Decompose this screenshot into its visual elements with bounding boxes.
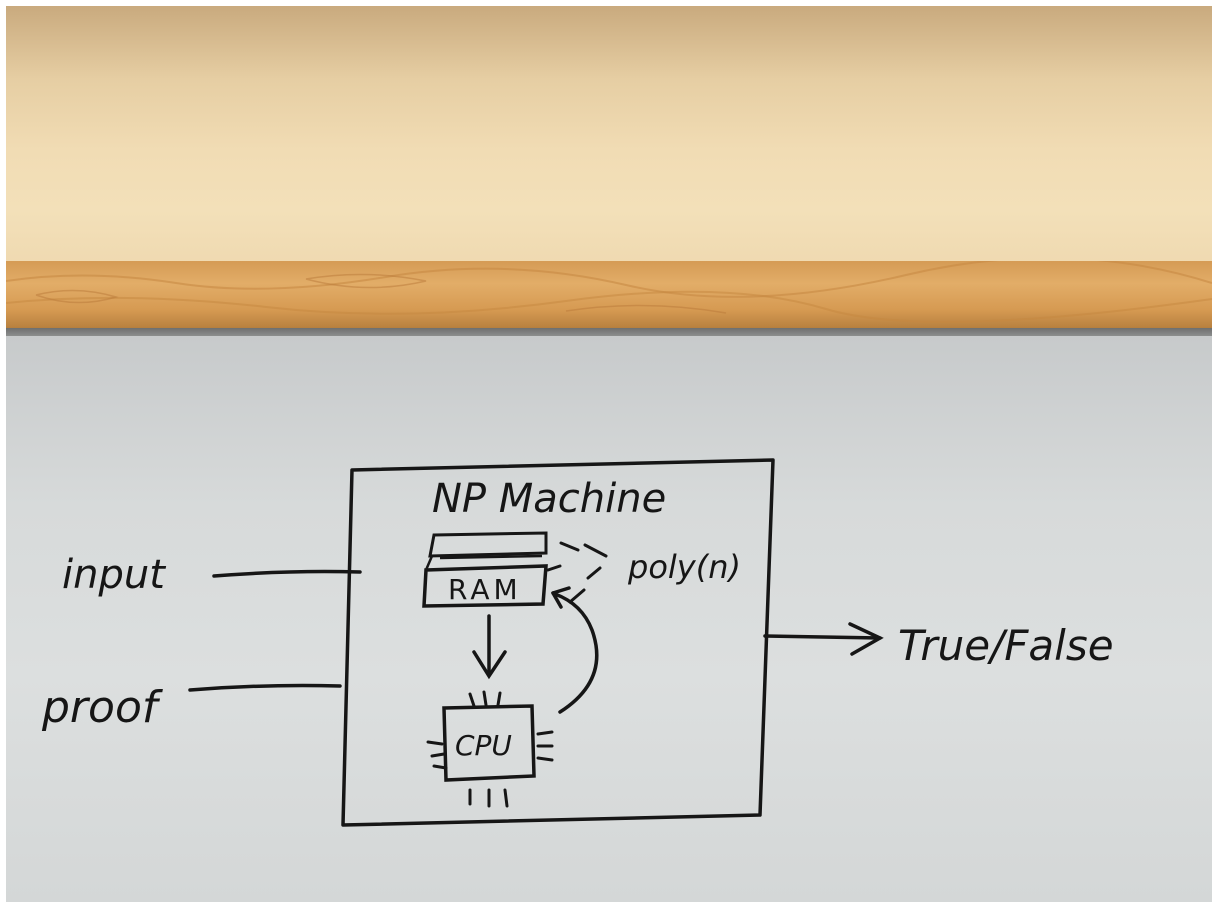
ram-block: RAM [422,531,548,608]
ram-label: RAM [448,573,522,606]
ram-to-cpu-arrow [472,614,507,680]
input-line [212,569,362,578]
whiteboard [6,336,1212,902]
proof-line [188,683,342,692]
machine-box [341,458,775,827]
wooden-tray [6,261,1212,336]
poly-bracket [546,541,608,604]
poly-label: poly(n) [627,548,741,586]
cpu-to-ram-arrow [551,586,599,714]
output-label: True/False [898,621,1114,670]
output-arrow [763,622,884,656]
machine-title: NP Machine [432,476,666,522]
cpu-chip [426,690,554,808]
cpu-label: CPU [455,729,512,762]
wood-grain [6,261,1212,323]
proof-label: proof [41,682,164,733]
input-label: input [62,552,166,598]
whiteboard-photo [6,6,1212,902]
wall [6,6,1212,268]
